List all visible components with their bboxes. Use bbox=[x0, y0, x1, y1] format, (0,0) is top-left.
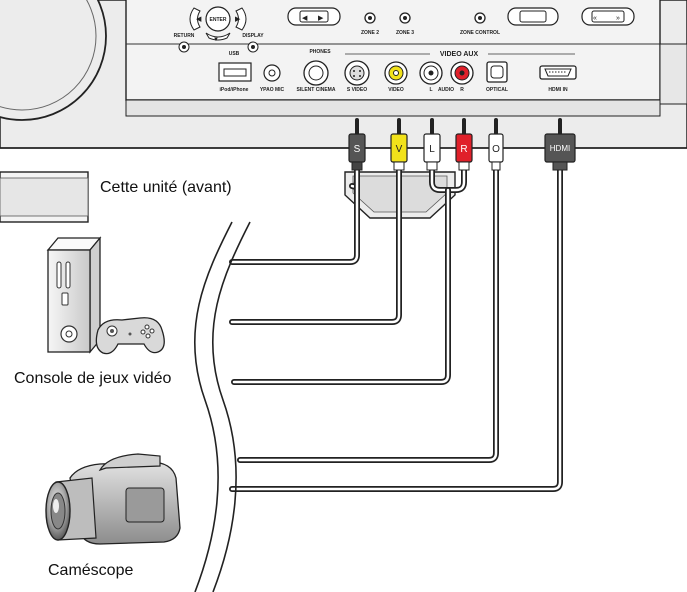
svg-text:»: » bbox=[616, 15, 620, 22]
display-label: DISPLAY bbox=[242, 33, 264, 39]
optical-jack[interactable] bbox=[486, 61, 508, 83]
svg-text:▼: ▼ bbox=[213, 37, 219, 43]
hdmi-jack[interactable] bbox=[539, 65, 577, 80]
cursor-buttons[interactable]: ENTER ◀ ▶ ▼ bbox=[189, 6, 247, 43]
svg-text:▶: ▶ bbox=[318, 15, 324, 22]
phones-jack[interactable] bbox=[303, 60, 329, 86]
audio-r-jack[interactable] bbox=[450, 61, 474, 85]
volume-knob[interactable] bbox=[0, 0, 107, 121]
plug-hdmi-label: HDMI bbox=[550, 144, 570, 153]
svg-text:▶: ▶ bbox=[235, 16, 241, 23]
preset-rocker[interactable]: « » bbox=[581, 7, 635, 26]
zone3-label: ZONE 3 bbox=[396, 30, 414, 36]
video-jack[interactable] bbox=[384, 61, 408, 85]
input-rocker[interactable]: ◀ ▶ bbox=[287, 7, 341, 26]
zone3-button[interactable] bbox=[399, 12, 411, 24]
tone-rocker[interactable] bbox=[507, 7, 559, 26]
svideo-jack[interactable] bbox=[344, 60, 370, 86]
plug-o: O bbox=[488, 133, 504, 171]
zone-control-label: ZONE CONTROL bbox=[460, 30, 500, 36]
plug-l: L bbox=[423, 133, 441, 171]
zone-control-button[interactable] bbox=[474, 12, 486, 24]
audio-l-jack[interactable] bbox=[419, 61, 443, 85]
silent-cinema-label: SILENT CINEMA bbox=[297, 87, 336, 93]
usb-port[interactable] bbox=[218, 62, 252, 82]
receiver-front: ENTER ◀ ▶ ▼ RETURN DISPLAY ◀ ▶ ZONE 2 bbox=[0, 0, 687, 149]
svg-text:◀: ◀ bbox=[196, 16, 202, 23]
break-lines bbox=[193, 221, 251, 592]
plug-v-label: V bbox=[396, 144, 403, 155]
display-button-dot bbox=[251, 45, 255, 49]
optical-label: OPTICAL bbox=[486, 87, 508, 93]
ypao-label: YPAO MIC bbox=[260, 87, 285, 93]
zone2-label: ZONE 2 bbox=[361, 30, 379, 36]
plug-l-label: L bbox=[429, 144, 435, 155]
receiver-base bbox=[0, 171, 456, 223]
plug-s: S bbox=[348, 133, 366, 171]
return-button-dot bbox=[182, 45, 186, 49]
plug-r-label: R bbox=[460, 144, 467, 155]
camcorder-caption: Caméscope bbox=[48, 562, 133, 579]
svg-text:«: « bbox=[593, 15, 597, 22]
plug-hdmi: HDMI bbox=[544, 133, 576, 171]
return-label: RETURN bbox=[174, 33, 195, 39]
audio-label: AUDIO bbox=[438, 87, 454, 93]
usb-label: USB bbox=[229, 51, 240, 57]
plug-o-label: O bbox=[492, 144, 500, 155]
ypao-mic-jack[interactable] bbox=[263, 64, 281, 82]
svg-text:◀: ◀ bbox=[302, 15, 308, 22]
video-label: VIDEO bbox=[388, 87, 404, 93]
plug-r: R bbox=[455, 133, 473, 171]
plug-s-label: S bbox=[354, 144, 361, 155]
unit-caption: Cette unité (avant) bbox=[100, 179, 232, 196]
game-console-icon bbox=[46, 236, 165, 355]
camcorder-icon bbox=[45, 453, 181, 545]
hdmi-in-label: HDMI IN bbox=[548, 87, 568, 93]
audio-r-label: R bbox=[460, 87, 464, 93]
plug-v: V bbox=[390, 133, 408, 171]
ipod-label: iPod/iPhone bbox=[220, 87, 249, 93]
cables bbox=[229, 118, 563, 492]
audio-l-label: L bbox=[429, 87, 432, 93]
enter-label: ENTER bbox=[210, 17, 227, 23]
phones-label: PHONES bbox=[309, 49, 331, 55]
svideo-label: S VIDEO bbox=[347, 87, 367, 93]
video-aux-label: VIDEO AUX bbox=[440, 51, 479, 58]
console-caption: Console de jeux vidéo bbox=[14, 370, 172, 387]
zone2-button[interactable] bbox=[364, 12, 376, 24]
